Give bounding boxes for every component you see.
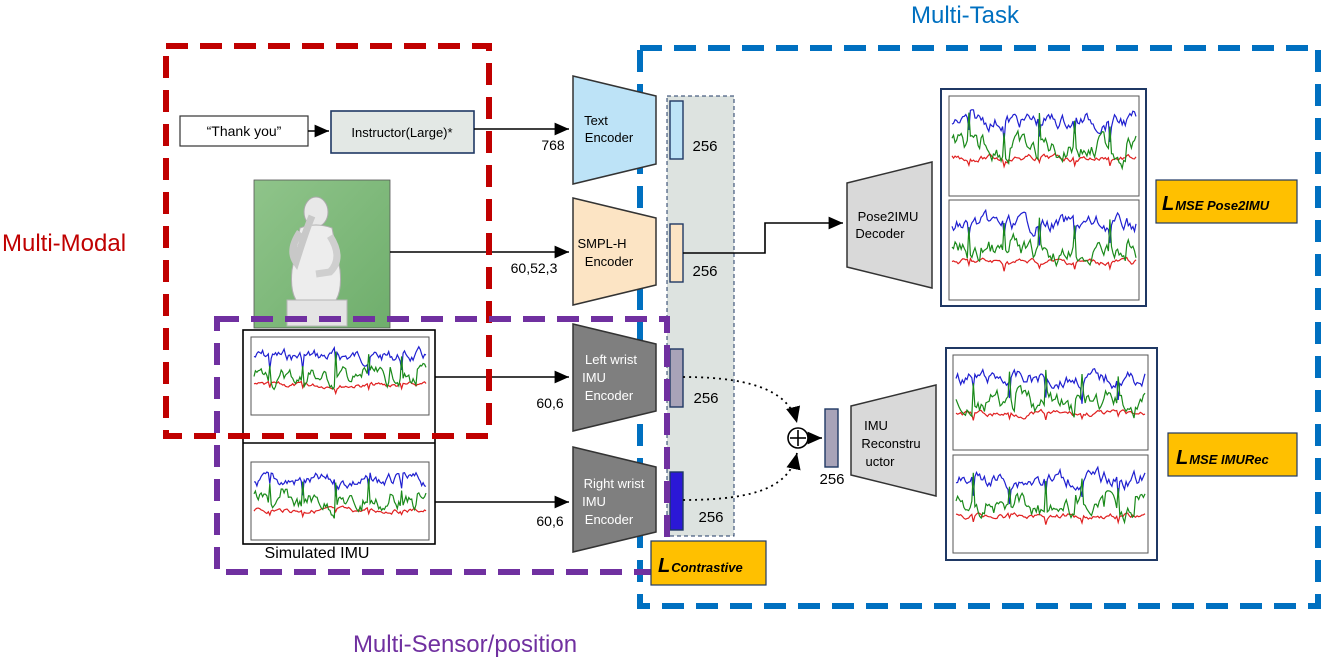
text-encoder-line-1: Text — [584, 113, 608, 128]
simulated-imu-label: Simulated IMU — [265, 545, 370, 562]
left-embedding-dim: 256 — [693, 390, 718, 407]
signal-trace — [955, 465, 1146, 505]
right-embedding-dim: 256 — [698, 509, 723, 526]
smpl-dim-label: 60,52,3 — [511, 260, 558, 276]
signal-trace — [253, 351, 427, 391]
signal-trace — [951, 152, 1137, 169]
multi-modal-label: Multi-Modal — [2, 230, 126, 257]
pose2imu-output-box — [940, 88, 1147, 307]
signal-trace — [951, 112, 1137, 171]
left-encoder-line-1: Left wrist — [585, 352, 637, 367]
signal-trace — [955, 369, 1146, 419]
human-model-image — [253, 179, 391, 329]
imu-reconstructor: IMU Reconstru uctor — [850, 384, 937, 497]
left-encoder-line-2: IMU — [582, 370, 606, 385]
smpl-encoder-line-1: SMPL-H — [577, 236, 626, 251]
multi-sensor-region — [214, 316, 670, 575]
signal-trace — [253, 505, 427, 519]
text-embedding-dim: 256 — [692, 138, 717, 155]
left-imu-plot-frame — [250, 336, 430, 416]
right-encoder-line-1: Right wrist — [584, 476, 645, 491]
signal-trace — [253, 345, 427, 376]
text-encoder-line-2: Encoder — [585, 130, 634, 145]
instructor-box — [330, 110, 475, 154]
smpl-encoder: SMPL-H Encoder — [572, 197, 657, 306]
plus-circle-icon — [787, 427, 809, 449]
embedding-panel — [666, 95, 735, 537]
smpl-embedding-bar — [669, 223, 684, 283]
pose2imu-plot-2-frame — [948, 199, 1140, 301]
right-embedding-bar — [669, 471, 684, 531]
contrastive-loss-label: LContrastive — [658, 555, 743, 577]
right-encoder-line-2: IMU — [582, 494, 606, 509]
imu-recon-line-2: Reconstru — [861, 436, 920, 451]
imu-recon-line-3: uctor — [866, 454, 896, 469]
signal-trace — [951, 256, 1137, 272]
fused-embedding-dim: 256 — [819, 471, 844, 488]
imurec-loss-label: LMSE IMURec — [1176, 447, 1269, 469]
pose2imu-loss-label: LMSE Pose2IMU — [1162, 193, 1270, 215]
imurec-plot-1-frame — [952, 354, 1149, 451]
text-embedding-bar — [669, 100, 684, 160]
left-encoder-line-3: Encoder — [585, 388, 634, 403]
pose2imu-line-2: Decoder — [855, 226, 905, 241]
signal-trace — [951, 208, 1137, 246]
right-encoder-line-3: Encoder — [585, 512, 634, 527]
imu-recon-line-1: IMU — [864, 418, 888, 433]
signal-trace — [955, 367, 1146, 404]
imurec-loss-box — [1167, 432, 1298, 477]
signal-trace — [253, 478, 427, 519]
smpl-encoder-line-2: Encoder — [585, 254, 634, 269]
contrastive-loss-box — [650, 540, 767, 586]
signal-trace — [253, 380, 427, 396]
multi-task-label: Multi-Task — [911, 2, 1020, 29]
signal-trace — [955, 472, 1146, 525]
left-dim-label: 60,6 — [536, 395, 563, 411]
fused-embedding-bar — [824, 408, 839, 468]
signal-trace — [253, 471, 427, 497]
signal-trace — [951, 217, 1137, 268]
multi-task-region — [637, 45, 1321, 609]
pose2imu-decoder: Pose2IMU Decoder — [846, 161, 933, 289]
smpl-embedding-dim: 256 — [692, 263, 717, 280]
pose2imu-loss-box — [1155, 179, 1298, 224]
signal-trace — [951, 109, 1137, 143]
multi-modal-region — [163, 43, 492, 439]
imurec-output-box — [945, 347, 1158, 561]
instructor-label: Instructor(Large)* — [351, 125, 452, 140]
text-dim-label: 768 — [541, 137, 565, 153]
right-dim-label: 60,6 — [536, 513, 563, 529]
imu-signal-traces — [253, 109, 1146, 526]
left-embedding-bar — [669, 348, 684, 408]
multi-sensor-label: Multi-Sensor/position — [353, 631, 577, 658]
signal-trace — [955, 512, 1146, 526]
signal-trace — [955, 408, 1146, 421]
text-input-label: “Thank you” — [207, 123, 282, 139]
pose2imu-line-1: Pose2IMU — [858, 209, 919, 224]
